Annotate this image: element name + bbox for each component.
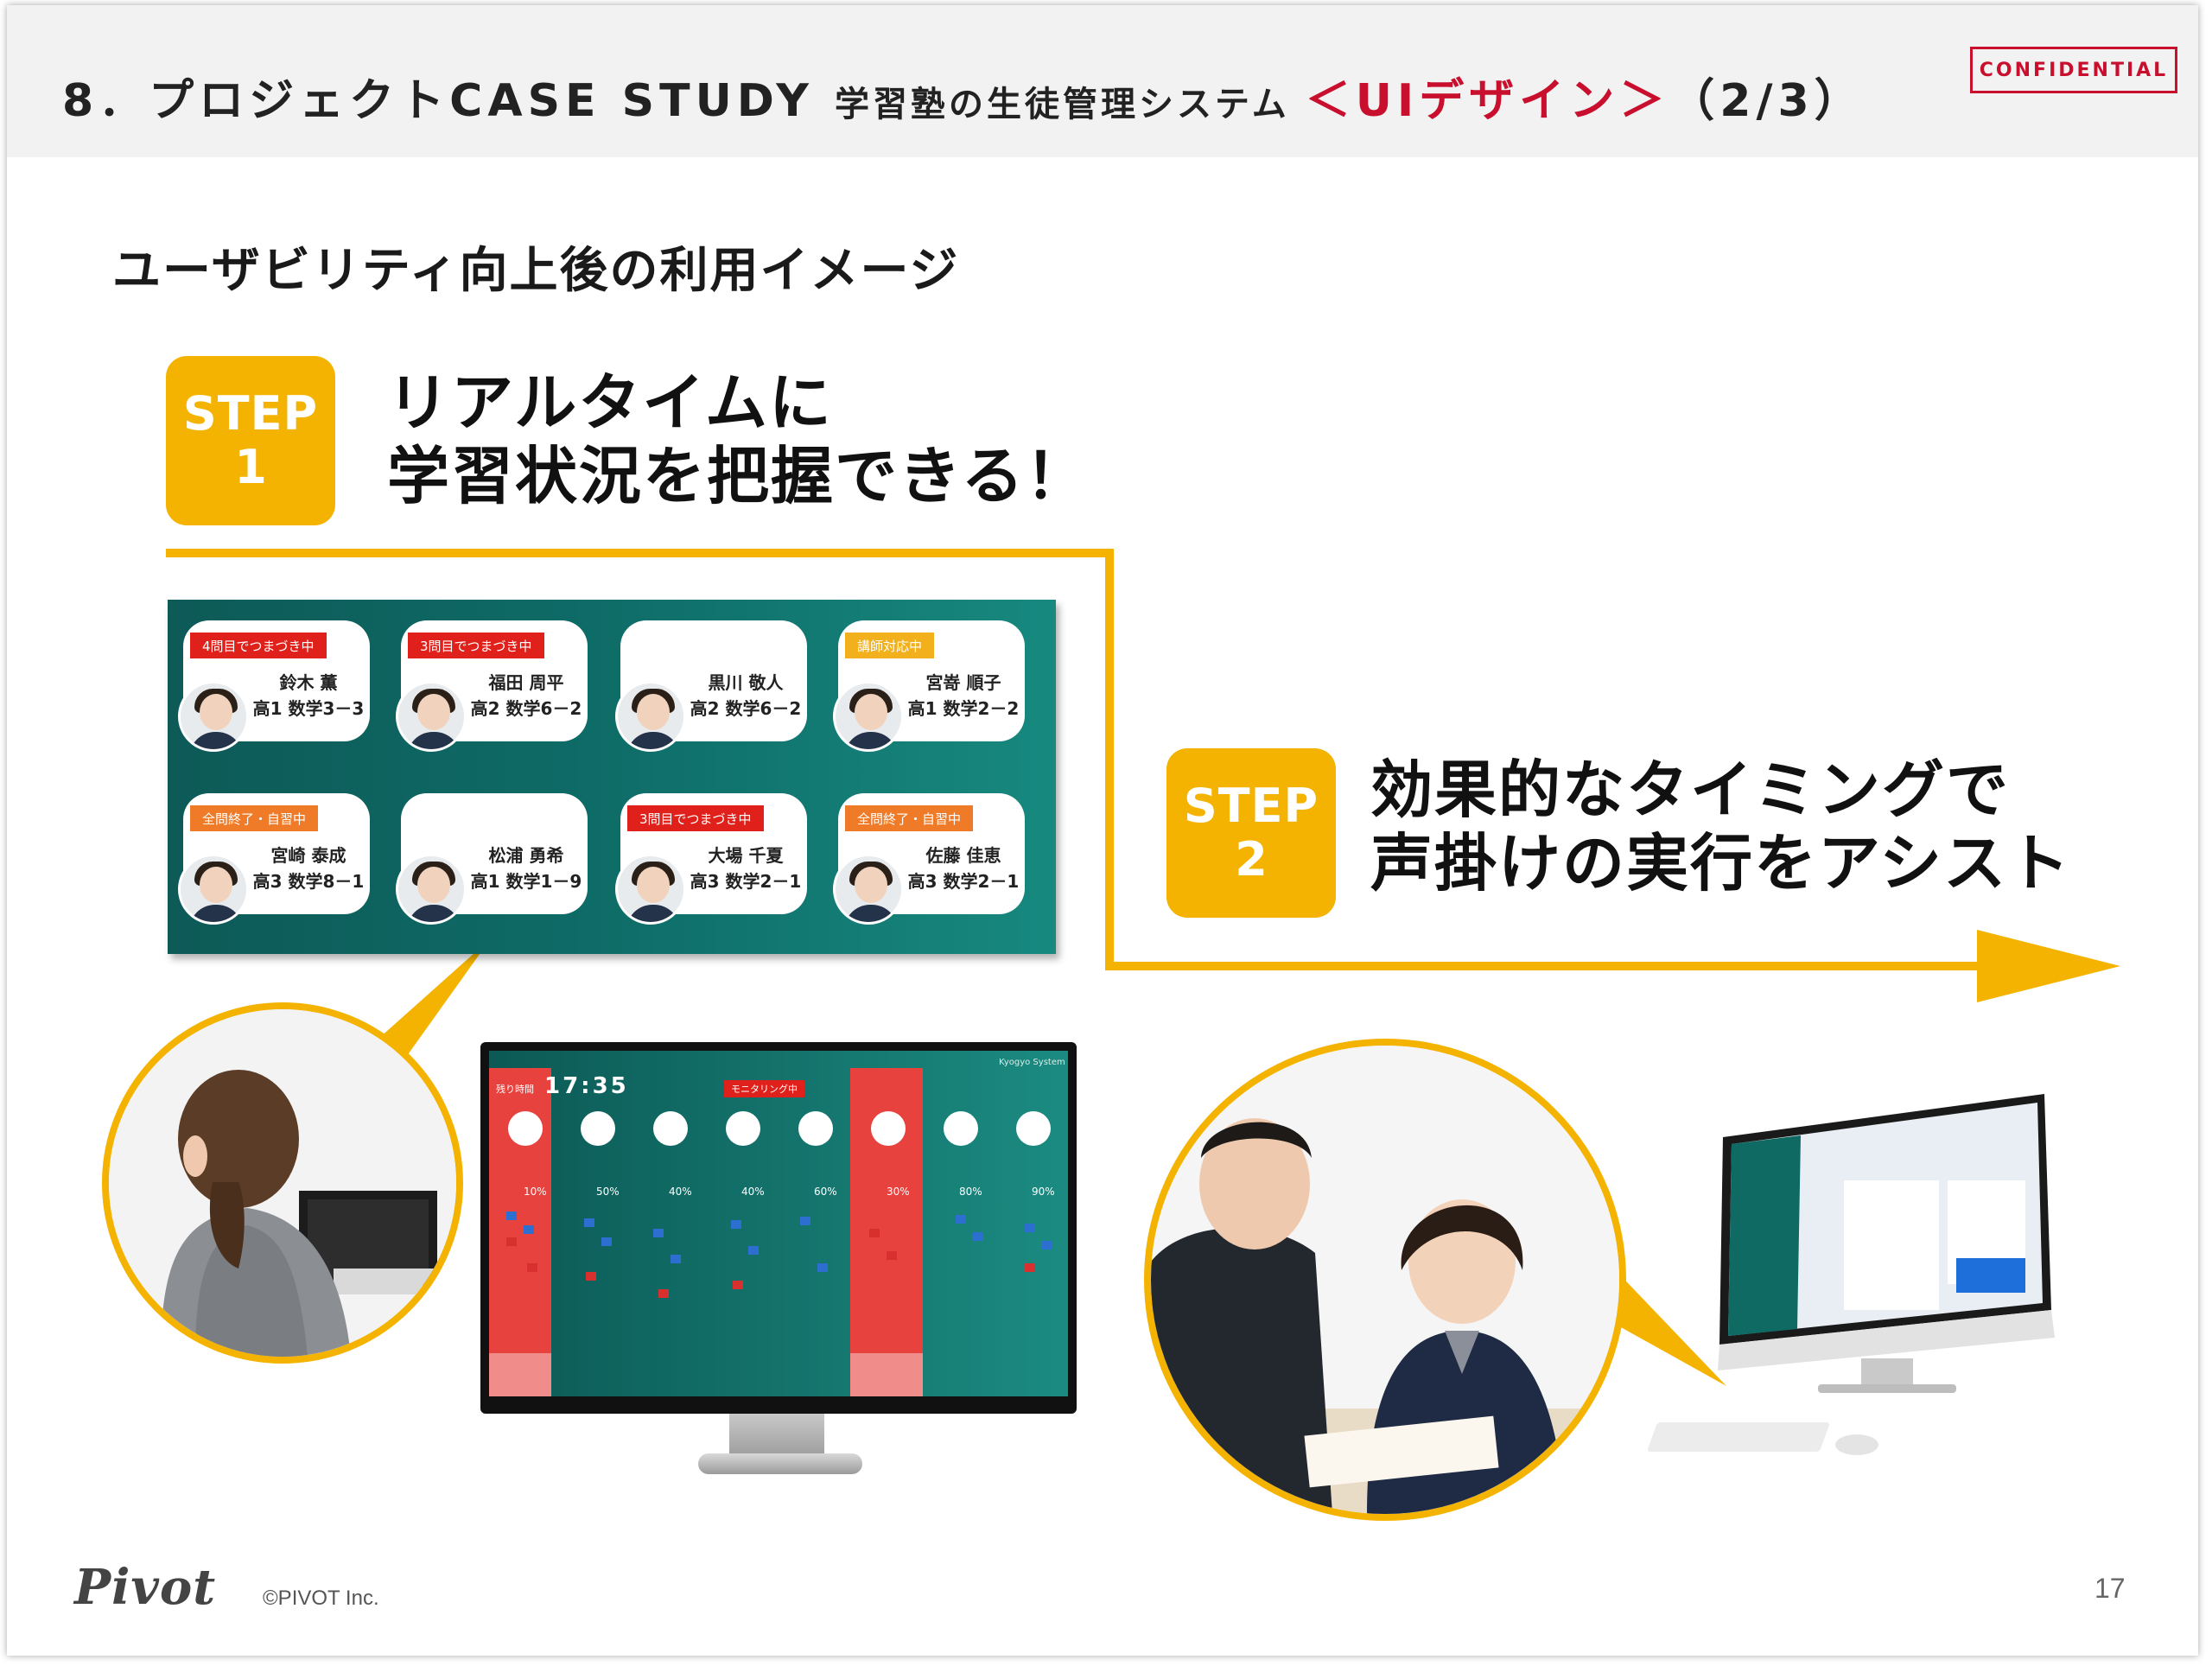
slide: 8．プロジェクトCASE STUDY 学習塾の生徒管理システム ＜UIデザイン＞… <box>7 5 2198 1656</box>
page-number: 17 <box>2094 1573 2126 1604</box>
status-tag: 3問目でつまづき中 <box>408 633 544 658</box>
student-card: 3問目でつまづき中 福田 周平 高2 数学6－2 <box>396 620 588 752</box>
status-tag: 4問目でつまづき中 <box>190 633 327 658</box>
step1-number: 1 <box>234 440 267 494</box>
student-avatar <box>178 681 249 752</box>
progress-value: 80% <box>959 1186 982 1198</box>
confidential-badge: CONFIDENTIAL <box>1970 47 2177 93</box>
speech-tail-left <box>378 938 491 1059</box>
title-main: 8．プロジェクトCASE STUDY <box>62 75 835 127</box>
progress-value: 90% <box>1032 1186 1055 1198</box>
student-avatar <box>178 854 249 925</box>
student-class: 高2 数学6－2 <box>470 698 582 719</box>
copyright: ©PIVOT Inc. <box>263 1587 379 1610</box>
step2-line2: 声掛けの実行をアシスト <box>1370 826 2072 900</box>
student-card: 3問目でつまづき中 大場 千夏 高3 数学2－1 <box>615 793 807 925</box>
student-class: 高1 数学2－2 <box>907 698 1020 719</box>
student-avatar <box>396 854 467 925</box>
progress-value: 60% <box>814 1186 837 1198</box>
monitor-base <box>698 1453 862 1474</box>
step2-label: STEP <box>1183 778 1319 833</box>
arrow-head-icon <box>1977 930 2120 1002</box>
answer-grid <box>506 1211 1052 1298</box>
student-card: 講師対応中 宮嵜 順子 高1 数学2－2 <box>833 620 1025 752</box>
progress-value: 10% <box>524 1186 547 1198</box>
student-card: 全問終了・自習中 佐藤 佳恵 高3 数学2－1 <box>833 793 1025 925</box>
student-avatar <box>833 681 904 752</box>
student-class: 高3 数学2－1 <box>690 871 802 892</box>
step2-text: 効果的なタイミングで 声掛けの実行をアシスト <box>1370 754 2071 900</box>
status-tag: 3問目でつまづき中 <box>627 805 764 831</box>
progress-value: 50% <box>596 1186 620 1198</box>
step1-badge: STEP 1 <box>166 356 335 525</box>
student-heads-row <box>489 1111 1068 1163</box>
student-card: 全問終了・自習中 宮崎 泰成 高3 数学8－1 <box>178 793 370 925</box>
step2-number: 2 <box>1235 832 1268 887</box>
student-name: 佐藤 佳恵 <box>925 845 1001 866</box>
student-avatar <box>615 854 686 925</box>
remaining-time: 17:35 <box>544 1073 629 1099</box>
monitoring-screen: 残り時間 17:35 モニタリング中 Kyogyo System 10% 50%… <box>489 1051 1068 1396</box>
status-tag: 講師対応中 <box>845 633 935 658</box>
student-card: 松浦 勇希 高1 数学1－9 <box>396 793 588 925</box>
status-tag: 全問終了・自習中 <box>190 805 319 831</box>
keyboard <box>1646 1422 1831 1452</box>
student-name: 大場 千夏 <box>708 845 784 866</box>
teacher-at-desk-photo <box>102 1002 463 1364</box>
monitor-stand <box>729 1414 824 1457</box>
student-class: 高3 数学2－1 <box>907 871 1020 892</box>
monitoring-alert: モニタリング中 <box>724 1080 804 1097</box>
step1-text: リアルタイムに 学習状況を把握できる！ <box>387 366 1090 513</box>
student-avatar <box>396 681 467 752</box>
student-class: 高3 数学8－1 <box>252 871 365 892</box>
student-name: 福田 周平 <box>488 672 564 693</box>
mouse <box>1835 1434 1878 1455</box>
student-class: 高1 数学1－9 <box>470 871 582 892</box>
student-name: 松浦 勇希 <box>488 845 564 866</box>
step1-line2: 学習状況を把握できる！ <box>387 439 1090 512</box>
teacher-student-photo <box>1144 1039 1626 1521</box>
monitoring-display: 残り時間 17:35 モニタリング中 Kyogyo System 10% 50%… <box>480 1042 1077 1414</box>
progress-value: 40% <box>741 1186 765 1198</box>
slide-title: 8．プロジェクトCASE STUDY 学習塾の生徒管理システム ＜UIデザイン＞… <box>62 64 1865 129</box>
title-accent: ＜UIデザイン＞ <box>1305 75 1670 127</box>
speech-tail-right <box>1605 1265 1726 1386</box>
system-brand: Kyogyo System <box>999 1058 1065 1067</box>
student-avatar <box>615 681 686 752</box>
student-name: 鈴木 薫 <box>279 672 338 693</box>
progress-row: 10% 50% 40% 40% 60% 30% 80% 90% <box>489 1186 1068 1203</box>
title-page: （2/3） <box>1669 75 1865 127</box>
progress-value: 30% <box>887 1186 910 1198</box>
student-status-panel: 4問目でつまづき中 鈴木 薫 高1 数学3－3 3問目でつまづき中 福田 周平 … <box>168 600 1056 954</box>
step1-line1: リアルタイムに <box>387 366 833 439</box>
student-class: 高2 数学6－2 <box>690 698 802 719</box>
student-card: 黒川 敬人 高2 数学6－2 <box>615 620 807 752</box>
flow-arrow <box>166 549 2120 1386</box>
step2-badge: STEP 2 <box>1166 748 1336 918</box>
student-avatar <box>833 854 904 925</box>
student-name: 黒川 敬人 <box>708 672 784 693</box>
student-class: 高1 数学3－3 <box>252 698 365 719</box>
slide-header: 8．プロジェクトCASE STUDY 学習塾の生徒管理システム ＜UIデザイン＞… <box>7 5 2198 157</box>
student-card: 4問目でつまづき中 鈴木 薫 高1 数学3－3 <box>178 620 370 752</box>
time-label: 残り時間 <box>496 1084 534 1095</box>
status-tag: 全問終了・自習中 <box>845 805 974 831</box>
section-title: ユーザビリティ向上後の利用イメージ <box>112 243 960 299</box>
step2-line1: 効果的なタイミングで <box>1370 754 2011 826</box>
step1-label: STEP <box>182 385 319 441</box>
title-sub: 学習塾の生徒管理システム <box>834 85 1306 124</box>
student-name: 宮嵜 順子 <box>925 672 1001 693</box>
pivot-logo: Pivot <box>74 1559 217 1616</box>
student-name: 宮崎 泰成 <box>270 845 346 866</box>
imac-display <box>1718 1094 2055 1393</box>
progress-value: 40% <box>669 1186 692 1198</box>
